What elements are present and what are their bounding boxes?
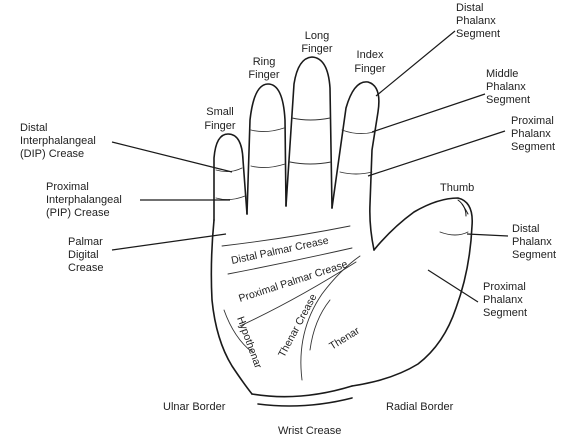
label-hypothenar: Hypothenar	[234, 315, 264, 371]
finger-creases	[215, 117, 469, 236]
label-line: Segment	[511, 141, 555, 153]
label-palmar-digital-crease: Palmar Digital Crease	[68, 236, 103, 274]
label-line: Distal	[512, 223, 540, 235]
label-line: Distal	[20, 122, 48, 134]
label-line: Interphalangeal	[46, 194, 122, 206]
label-pip-crease: Proximal Interphalangeal (PIP) Crease	[46, 181, 122, 219]
label-ring-finger: Ring Finger	[248, 56, 280, 81]
label-line: Digital	[68, 249, 99, 261]
label-line: (DIP) Crease	[20, 148, 84, 160]
label-line: Segment	[512, 249, 556, 261]
label-line: Segment	[483, 307, 527, 319]
label-radial-border: Radial Border	[386, 401, 454, 413]
label-line: Segment	[486, 94, 530, 106]
label-wrist-crease: Wrist Crease	[278, 425, 341, 437]
label-line: Proximal	[46, 181, 89, 193]
label-line: Finger	[354, 63, 386, 75]
label-line: Phalanx	[511, 128, 551, 140]
label-line: Middle	[486, 68, 518, 80]
label-line: Phalanx	[512, 236, 552, 248]
label-distal-palmar-crease: Distal Palmar Crease	[230, 235, 330, 267]
label-line: Proximal	[511, 115, 554, 127]
label-line: Finger	[248, 69, 280, 81]
palm-creases	[221, 225, 361, 381]
label-thenar-crease: Thenar Crease	[276, 292, 320, 360]
label-line: Small	[206, 106, 234, 118]
label-dip-crease: Distal Interphalangeal (DIP) Crease	[20, 122, 96, 160]
label-line: Interphalangeal	[20, 135, 96, 147]
label-line: Finger	[301, 43, 333, 55]
label-index-finger: Index Finger	[354, 49, 386, 75]
label-line: Long	[305, 30, 329, 42]
label-line: Phalanx	[456, 15, 496, 27]
label-distal-phalanx-top: Distal Phalanx Segment	[456, 2, 500, 40]
label-long-finger: Long Finger	[301, 30, 333, 55]
label-line: Segment	[456, 28, 500, 40]
label-line: Phalanx	[483, 294, 523, 306]
label-line: (PIP) Crease	[46, 207, 110, 219]
label-line: Phalanx	[486, 81, 526, 93]
label-thumb: Thumb	[440, 182, 474, 194]
label-distal-phalanx-thumb: Distal Phalanx Segment	[512, 223, 556, 261]
label-line: Finger	[204, 120, 236, 132]
label-middle-phalanx: Middle Phalanx Segment	[486, 68, 530, 106]
label-line: Index	[357, 49, 384, 61]
label-ulnar-border: Ulnar Border	[163, 401, 226, 413]
leader-lines	[111, 30, 509, 303]
label-proximal-phalanx-top: Proximal Phalanx Segment	[511, 115, 555, 153]
label-small-finger: Small Finger	[204, 106, 236, 132]
label-line: Palmar	[68, 236, 103, 248]
label-line: Proximal	[483, 281, 526, 293]
label-proximal-phalanx-thumb: Proximal Phalanx Segment	[483, 281, 527, 319]
label-thenar: Thenar	[327, 324, 362, 352]
label-line: Ring	[253, 56, 276, 68]
label-line: Distal	[456, 2, 484, 14]
label-line: Crease	[68, 262, 103, 274]
